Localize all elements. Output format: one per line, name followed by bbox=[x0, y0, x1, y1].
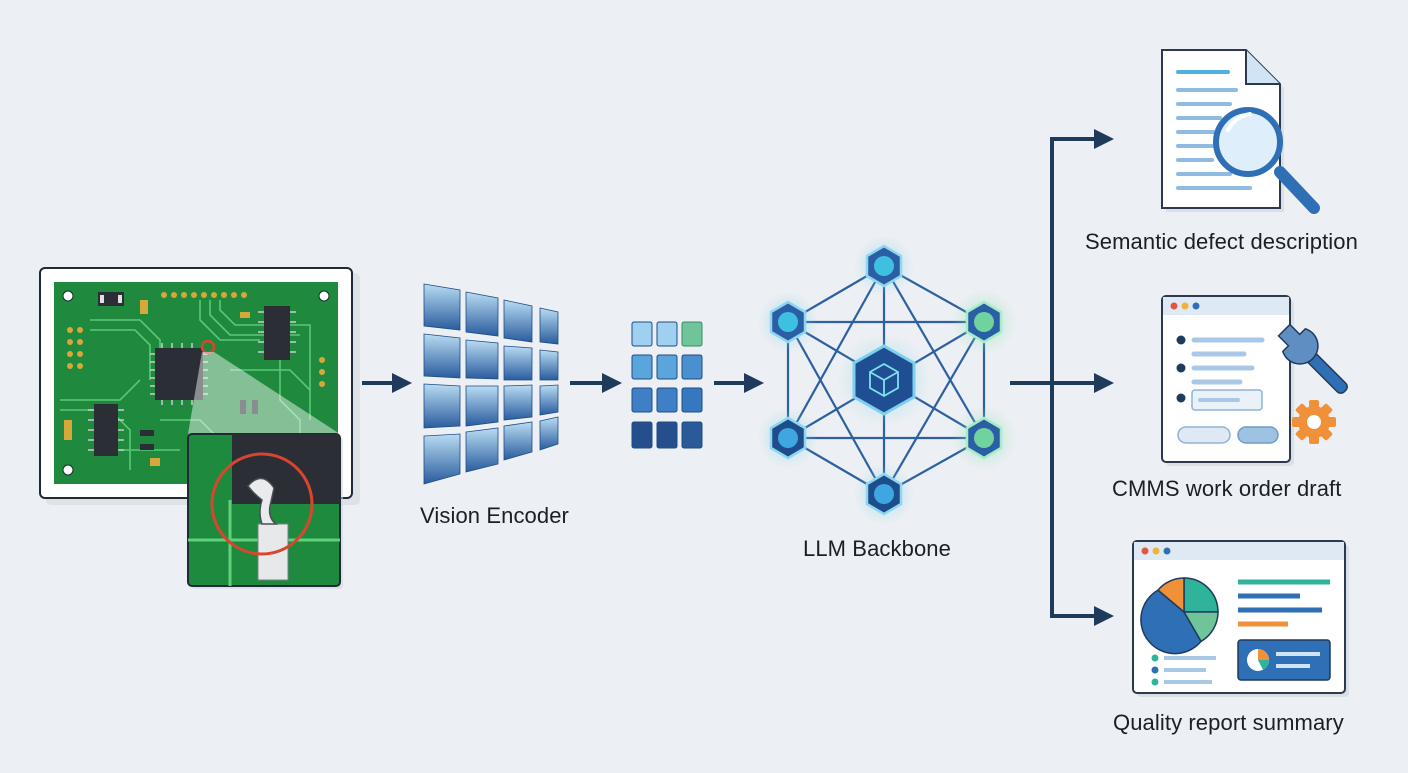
dashboard-pie-chart-icon bbox=[1132, 540, 1349, 697]
window-form-wrench-gear-icon bbox=[1161, 295, 1348, 466]
output-quality-report-label: Quality report summary bbox=[1113, 710, 1344, 735]
document-magnifier-icon bbox=[1161, 49, 1320, 214]
flow-arrows bbox=[362, 129, 1114, 626]
neural-network-graph-icon bbox=[758, 236, 1016, 524]
llm-backbone-label: LLM Backbone bbox=[803, 536, 951, 561]
pcb-board-with-defect-zoom-icon bbox=[39, 267, 360, 589]
vision-encoder-label: Vision Encoder bbox=[420, 503, 569, 528]
output-cmms-label: CMMS work order draft bbox=[1112, 476, 1341, 501]
vision-encoder-grid-icon bbox=[423, 283, 559, 485]
token-grid-icon bbox=[631, 321, 703, 449]
output-semantic-defect-label: Semantic defect description bbox=[1085, 229, 1358, 254]
